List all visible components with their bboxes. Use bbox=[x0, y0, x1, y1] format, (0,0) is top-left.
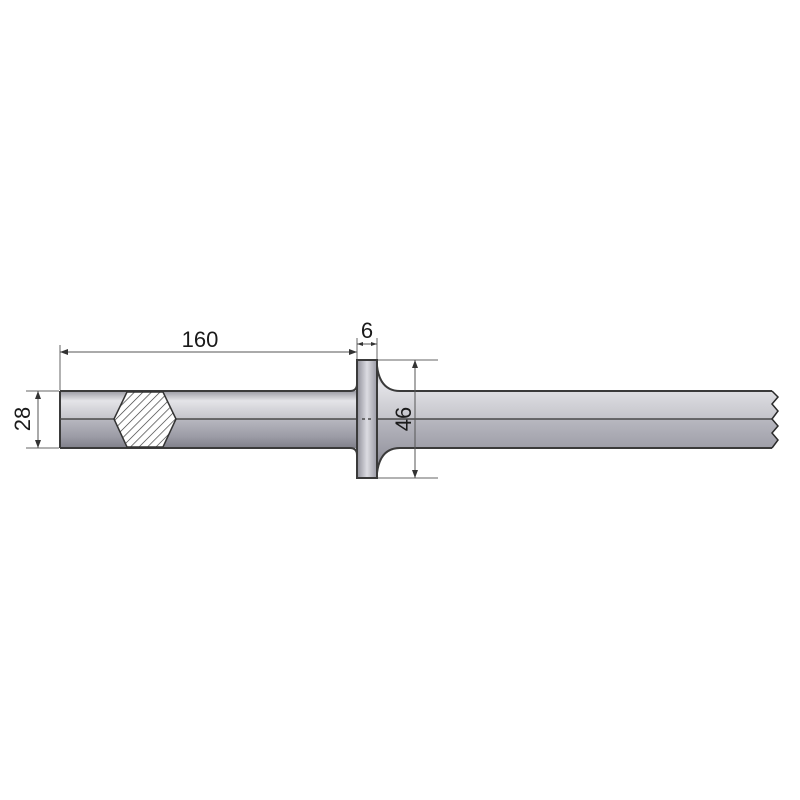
collar bbox=[356, 359, 378, 479]
dimension-shank-length: 160 bbox=[59, 327, 357, 390]
hex-cross-section bbox=[113, 391, 177, 448]
dimension-shank-width: 28 bbox=[10, 390, 59, 449]
dim-label-46: 46 bbox=[391, 407, 416, 431]
rod-body bbox=[376, 365, 780, 474]
dim-label-6: 6 bbox=[361, 318, 373, 343]
dim-label-28: 28 bbox=[10, 407, 35, 431]
dim-label-160: 160 bbox=[182, 327, 219, 352]
break-line bbox=[771, 390, 780, 449]
dimension-collar-width: 6 bbox=[356, 318, 378, 359]
dimension-collar-diameter: 46 bbox=[378, 359, 438, 479]
hex-shank bbox=[59, 383, 360, 456]
